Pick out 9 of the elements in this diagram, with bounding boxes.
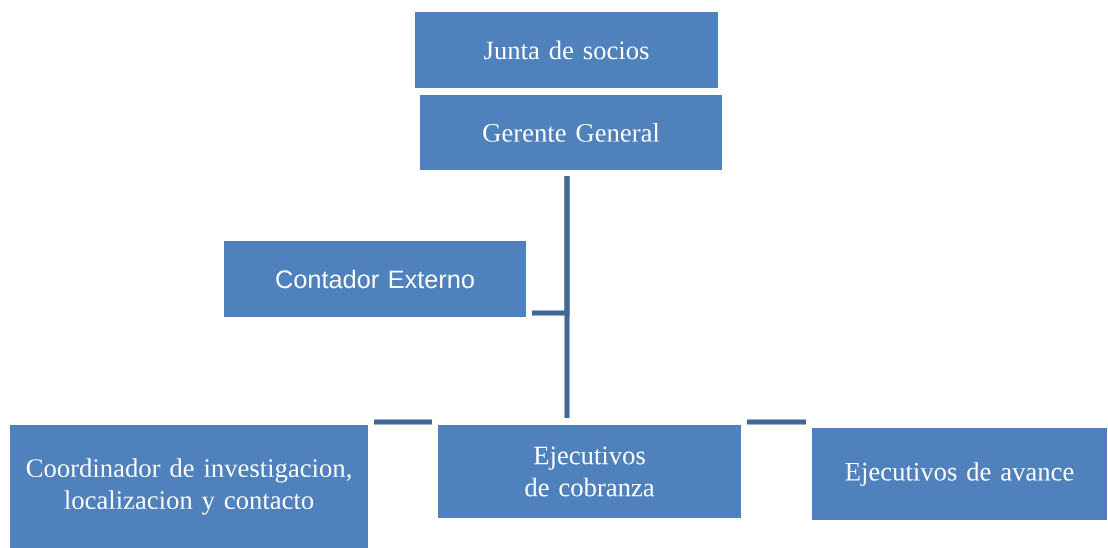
connector-line bbox=[532, 176, 570, 316]
connector-line bbox=[747, 419, 806, 425]
org-box: Ejecutivos de avance bbox=[812, 428, 1107, 520]
org-box: Junta de socios bbox=[415, 12, 718, 88]
org-box: Ejecutivos de cobranza bbox=[438, 425, 741, 518]
org-box: Gerente General bbox=[420, 95, 722, 170]
connector-line bbox=[374, 419, 432, 425]
org-box: Coordinador de investigacion, localizacion y contacto bbox=[10, 425, 368, 548]
org-box: Contador Externo bbox=[224, 241, 526, 317]
